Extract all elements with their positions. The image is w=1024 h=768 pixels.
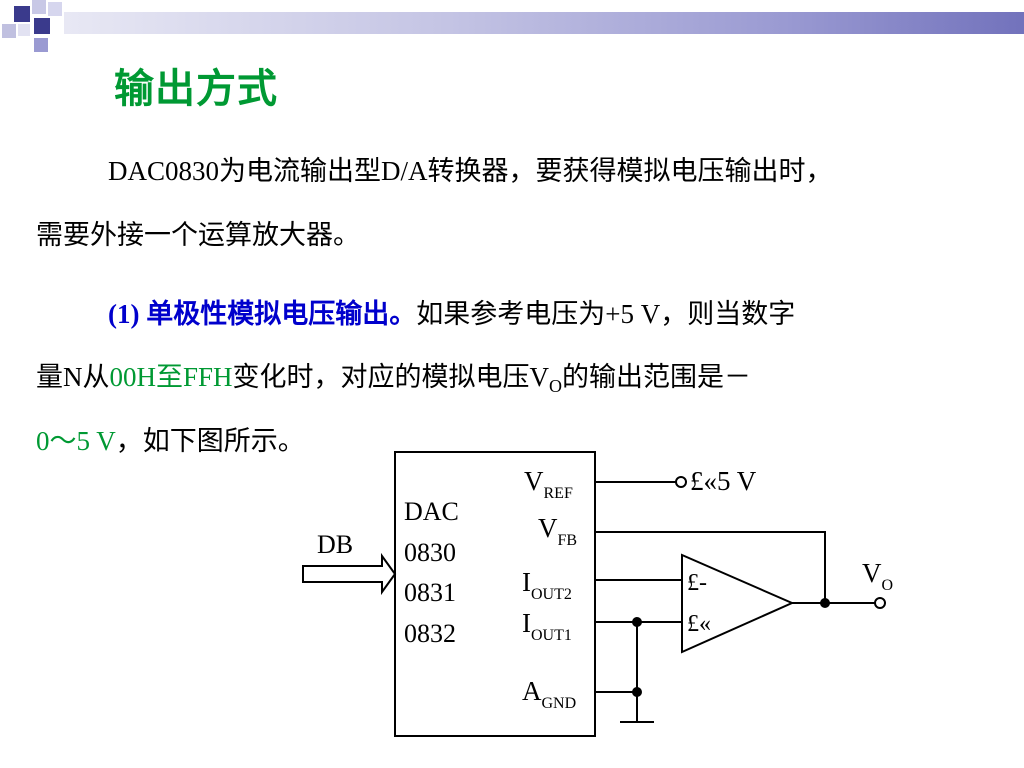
paragraph2-line1: (1) 单极性模拟电压输出。如果参考电压为+5 V，则当数字 [108,297,795,331]
paragraph1-line2: 需要外接一个运算放大器。 [36,220,360,250]
paragraph2-line1-text: 如果参考电压为+5 V，则当数字 [416,299,796,329]
paragraph2-line2: 量N从00H至FFH变化时，对应的模拟电压VO的输出范围是－ [36,360,751,403]
paragraph1-line1: DAC0830为电流输出型D/A转换器，要获得模拟电压输出时， [108,156,833,186]
paragraph2-line2-b: 变化时，对应的模拟电压V [232,362,550,392]
iout1-junction [632,617,642,627]
opamp-plus-label: £« [687,611,711,637]
pin-vref: VREF [524,466,573,502]
output-label: VO [862,558,893,594]
chip-line-3: 0831 [404,578,456,607]
opamp-minus-label: £- [687,570,707,596]
paragraph2-line2-a: 量N从 [36,362,110,392]
pin-vfb: VFB [538,513,577,549]
pin-iout1: IOUT1 [522,608,572,644]
vref-value: £«5 V [690,466,757,496]
header-gradient-bar [64,12,1024,34]
db-bus-arrow [302,552,397,596]
bus-label: DB [317,530,353,559]
pin-agnd: AGND [522,676,576,712]
chip-line-2: 0830 [404,538,456,567]
agnd-junction [632,687,642,697]
slide-title: 输出方式 [114,66,278,112]
vo-subscript: O [549,376,563,396]
hex-range: 00H至FFH [109,362,233,392]
paragraph2-line3: 0～5 V，如下图所示。 [36,424,305,458]
section-heading: (1) 单极性模拟电压输出。 [108,299,417,329]
paragraph2-line2-c: 的输出范围是－ [562,362,752,392]
corner-decoration [2,0,62,52]
dac-chip-body [394,451,596,737]
vref-terminal [675,476,687,488]
voltage-range: 0～5 V [36,426,116,456]
chip-line-4: 0832 [404,619,456,648]
chip-line-1: DAC [404,497,459,526]
paragraph2-line3-text: ，如下图所示。 [115,426,305,456]
pin-iout2: IOUT2 [522,567,572,603]
opamp-triangle [681,553,795,654]
output-terminal [874,597,886,609]
output-junction [820,598,830,608]
